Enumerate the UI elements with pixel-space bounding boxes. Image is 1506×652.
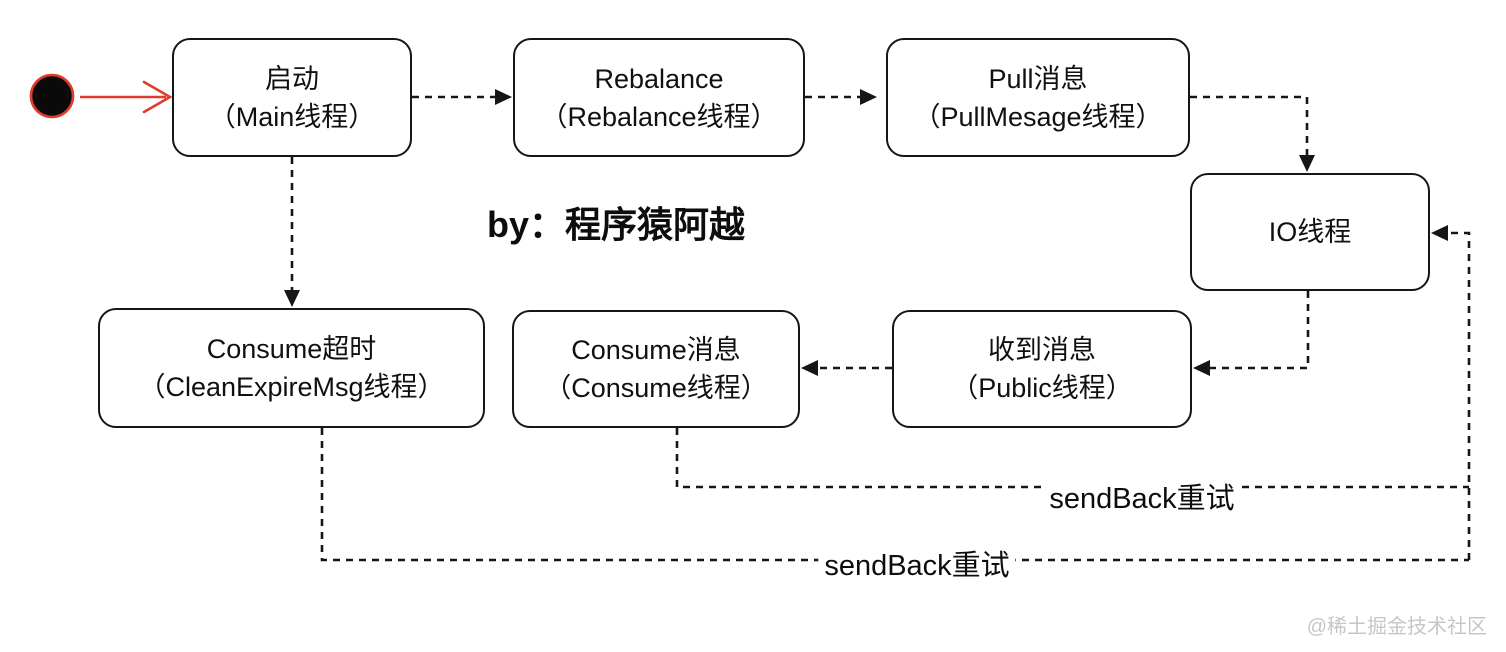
arrowhead-icon xyxy=(495,89,512,105)
node-title: Consume消息 xyxy=(571,335,741,365)
state-node-receive: 收到消息 （Public线程） xyxy=(892,310,1192,428)
node-title: Pull消息 xyxy=(988,63,1088,94)
node-subtitle: （CleanExpireMsg线程） xyxy=(138,372,445,402)
edge-label-sendback-2: sendBack重试 xyxy=(818,542,1016,584)
state-node-rebalance: Rebalance （Rebalance线程） xyxy=(513,38,805,157)
state-node-timeout: Consume超时 （CleanExpireMsg线程） xyxy=(98,308,485,428)
node-subtitle: （Rebalance线程） xyxy=(540,101,778,132)
node-subtitle: （Main线程） xyxy=(208,101,376,132)
author-note: by：程序猿阿越 xyxy=(487,204,746,245)
node-title: Consume超时 xyxy=(206,334,377,364)
node-subtitle: （PullMesage线程） xyxy=(913,101,1163,132)
state-node-pull: Pull消息 （PullMesage线程） xyxy=(886,38,1190,157)
watermark: @稀土掘金技术社区 xyxy=(1306,616,1487,638)
arrowhead-icon xyxy=(284,290,300,307)
node-title: IO线程 xyxy=(1268,217,1352,247)
arrowhead-icon xyxy=(1193,360,1210,376)
state-node-io: IO线程 xyxy=(1190,173,1430,291)
initial-state-dot xyxy=(29,73,75,119)
state-node-start: 启动 （Main线程） xyxy=(172,38,412,157)
state-node-consume: Consume消息 （Consume线程） xyxy=(512,310,800,428)
node-subtitle: （Consume线程） xyxy=(544,373,768,403)
edge-pull-to-io xyxy=(1190,95,1309,158)
edge-timeout-sendback xyxy=(320,428,1469,562)
node-title: Rebalance xyxy=(594,63,724,94)
node-subtitle: （Public线程） xyxy=(951,373,1133,403)
node-title: 启动 xyxy=(265,63,319,94)
edge-sendback-riser xyxy=(1445,231,1471,560)
red-arrowhead-icon xyxy=(142,80,173,114)
arrowhead-icon xyxy=(801,360,818,376)
arrowhead-icon xyxy=(1431,225,1448,241)
arrowhead-icon xyxy=(1299,155,1315,172)
node-title: 收到消息 xyxy=(988,335,1096,365)
arrowhead-icon xyxy=(860,89,877,105)
edge-label-sendback-1: sendBack重试 xyxy=(1043,475,1241,517)
edge-io-to-receive xyxy=(1207,291,1310,370)
